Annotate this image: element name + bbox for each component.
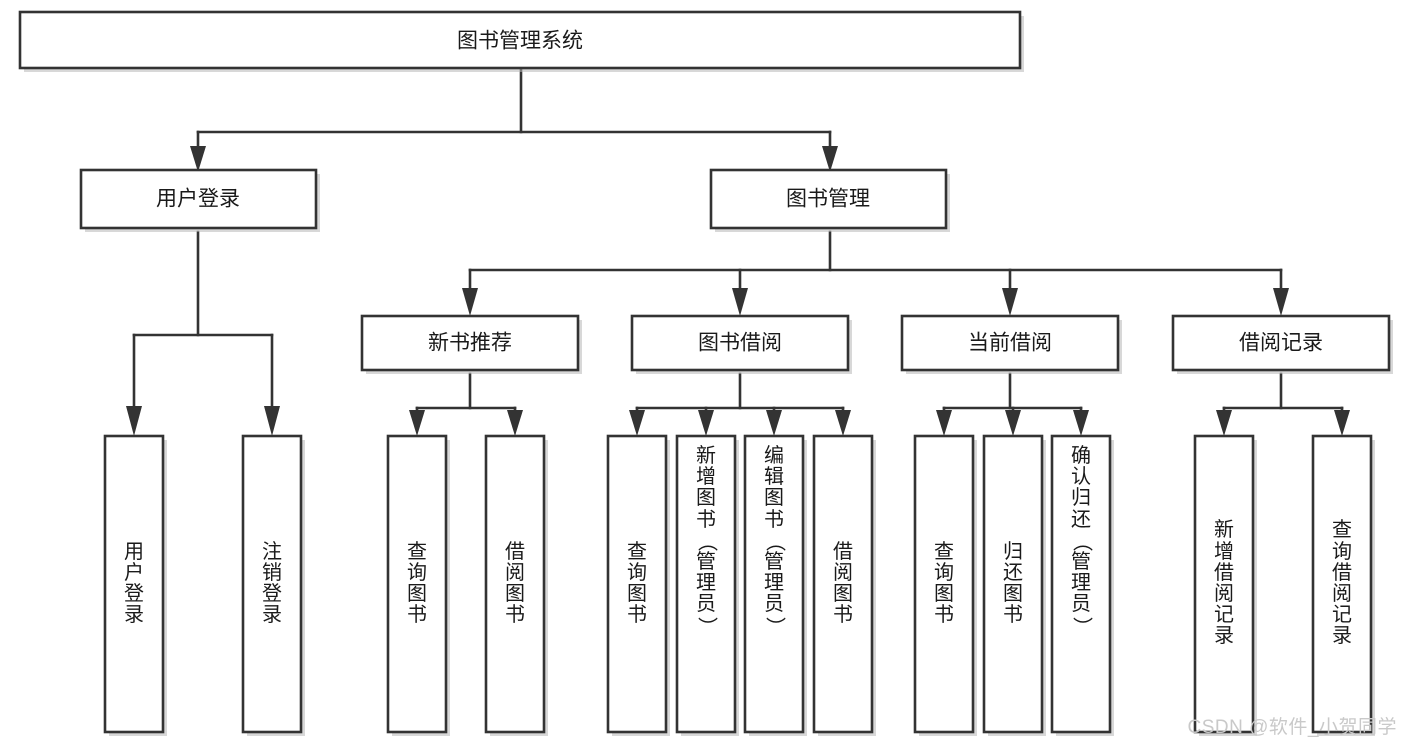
arrowhead-book-borrow [732, 288, 748, 316]
arrowhead-current-borrow-leaf-2 [1073, 410, 1089, 436]
arrowhead-borrow-record-leaf-1 [1334, 410, 1350, 436]
arrowhead-book-manage [822, 146, 838, 172]
leaf-node-user-login-0[interactable] [103, 434, 167, 736]
node-borrow-record[interactable]: 借阅记录 [1171, 314, 1393, 374]
node-book-borrow-label: 图书借阅 [698, 332, 782, 355]
node-book-manage[interactable]: 图书管理 [709, 168, 950, 232]
arrowhead-user-login-leaf-1 [264, 406, 280, 436]
leaf-node-book-borrow-1[interactable] [675, 434, 739, 736]
node-new-book-recommend[interactable]: 新书推荐 [360, 314, 582, 374]
leaf-node-book-borrow-3[interactable] [812, 434, 876, 736]
node-root-label: 图书管理系统 [457, 30, 583, 53]
arrowhead-new-book [462, 288, 478, 316]
connector-layer [126, 66, 1350, 436]
node-new-book-recommend-label: 新书推荐 [428, 332, 512, 355]
leaf-node-borrow-record-1[interactable] [1311, 434, 1375, 736]
node-layer: 图书管理系统 用户登录 图书管理 新书推荐 [18, 10, 1393, 736]
arrowhead-borrow-record [1273, 288, 1289, 316]
leaf-node-book-borrow-0[interactable] [606, 434, 670, 736]
leaf-node-book-borrow-2[interactable] [743, 434, 807, 736]
leaf-node-new-book-0[interactable] [386, 434, 450, 736]
arrowhead-current-borrow-leaf-0 [936, 410, 952, 436]
node-current-borrow[interactable]: 当前借阅 [900, 314, 1122, 374]
node-book-manage-label: 图书管理 [786, 188, 870, 211]
node-user-login[interactable]: 用户登录 [79, 168, 320, 232]
leaf-node-current-borrow-0[interactable] [913, 434, 977, 736]
leaf-node-user-login-1[interactable] [241, 434, 305, 736]
arrowhead-book-borrow-leaf-3 [835, 410, 851, 436]
arrowhead-book-borrow-leaf-1 [698, 410, 714, 436]
leaf-node-borrow-record-0[interactable] [1193, 434, 1257, 736]
node-user-login-label: 用户登录 [156, 188, 240, 211]
arrowhead-user-login-leaf-0 [126, 406, 142, 436]
arrowhead-book-borrow-leaf-0 [629, 410, 645, 436]
node-borrow-record-label: 借阅记录 [1239, 332, 1323, 355]
leaf-node-current-borrow-1[interactable] [982, 434, 1046, 736]
arrowhead-new-book-leaf-0 [409, 410, 425, 436]
leaf-node-current-borrow-2[interactable] [1050, 434, 1114, 736]
node-root[interactable]: 图书管理系统 [18, 10, 1024, 72]
leaf-node-new-book-1[interactable] [484, 434, 548, 736]
arrowhead-current-borrow [1002, 288, 1018, 316]
arrowhead-current-borrow-leaf-1 [1005, 410, 1021, 436]
node-book-borrow[interactable]: 图书借阅 [630, 314, 852, 374]
arrowhead-user-login [190, 146, 206, 172]
arrowhead-borrow-record-leaf-0 [1216, 410, 1232, 436]
node-current-borrow-label: 当前借阅 [968, 332, 1052, 355]
arrowhead-book-borrow-leaf-2 [766, 410, 782, 436]
arrowhead-new-book-leaf-1 [507, 410, 523, 436]
